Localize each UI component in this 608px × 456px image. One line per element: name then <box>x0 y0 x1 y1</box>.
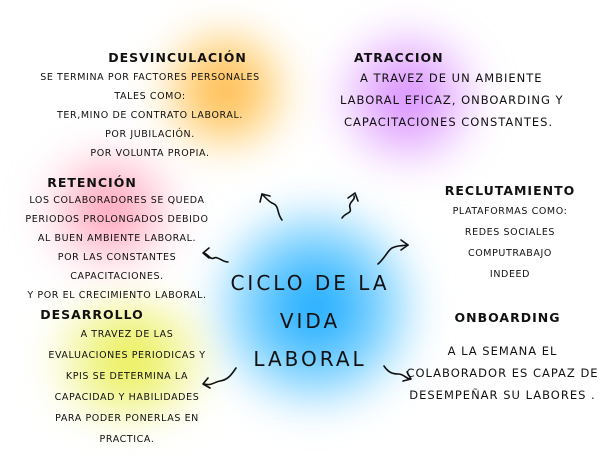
desarrollo-text: A TRAVEZ DE LAS EVALUACIONES PERIODICAS … <box>22 324 232 450</box>
arrow-to-desarrollo <box>203 367 237 386</box>
reclutamiento-line: REDES SOCIALES <box>464 227 556 238</box>
atraccion-line: A TRAVEZ DE UN AMBIENTE <box>360 71 543 85</box>
onboarding-line: COLABORADOR ES CAPAZ DE <box>406 366 599 380</box>
arrow-to-desvinculacion <box>261 193 283 221</box>
arrowhead-onboarding <box>402 371 412 382</box>
desvinculacion-line: POR JUBILACIÓN. <box>105 129 195 140</box>
desarrollo-line: A TRAVEZ DE LAS <box>80 329 174 340</box>
arrowhead-retencion <box>202 247 210 259</box>
arrowhead-desarrollo <box>202 377 211 389</box>
arrow-to-onboarding <box>383 365 411 380</box>
desvinculacion-block: DESVINCULACIÓN SE TERMINA POR FACTORES P… <box>30 50 270 163</box>
blue-blob <box>200 200 430 415</box>
atraccion-line: CAPACITACIONES CONSTANTES. <box>344 115 554 129</box>
onboarding-line: A LA SEMANA EL <box>447 344 558 358</box>
orange-blob <box>150 25 300 155</box>
reclutamiento-line: COMPUTRABAJO <box>467 248 552 259</box>
pink-blob <box>25 150 195 270</box>
onboarding-line: DESEMPEÑAR SU LABORES . <box>409 388 596 402</box>
arrowhead-desvinculacion <box>259 193 271 203</box>
desvinculacion-title: DESVINCULACIÓN <box>108 50 247 65</box>
retencion-line: LOS COLABORADORES SE QUEDA <box>29 195 205 206</box>
center-line: LABORAL <box>253 347 367 371</box>
desvinculacion-line: TALES COMO: <box>114 91 186 102</box>
onboarding-title: ONBOARDING <box>454 310 561 325</box>
arrow-to-reclutamiento <box>377 244 409 265</box>
desarrollo-line: CAPACIDAD Y HABILIDADES <box>54 392 200 403</box>
atraccion-block: ATRACCION A TRAVEZ DE UN AMBIENTE LABORA… <box>336 50 586 133</box>
reclutamiento-line: INDEED <box>489 269 531 280</box>
desvinculacion-line: TER,MINO DE CONTRATO LABORAL. <box>57 110 243 121</box>
desarrollo-line: EVALUACIONES PERIODICAS Y <box>48 350 206 361</box>
yellow-blob <box>30 300 230 420</box>
retencion-line: AL BUEN AMBIENTE LABORAL. <box>37 233 197 244</box>
desvinculacion-text: SE TERMINA POR FACTORES PERSONALES TALES… <box>30 68 270 163</box>
desarrollo-block: DESARROLLO A TRAVEZ DE LAS EVALUACIONES … <box>22 307 232 450</box>
atraccion-text: A TRAVEZ DE UN AMBIENTE LABORAL EFICAZ, … <box>336 67 586 133</box>
center-title: CICLO DE LA VIDA LABORAL <box>220 264 400 378</box>
center-line: CICLO DE LA <box>230 271 390 295</box>
retencion-line: CAPACITACIONES. <box>70 271 164 282</box>
desarrollo-title: DESARROLLO <box>40 307 144 322</box>
desarrollo-line: KPIS SE DETERMINA LA <box>65 371 189 382</box>
atraccion-title: ATRACCION <box>354 50 444 65</box>
retencion-text: LOS COLABORADORES SE QUEDA PERIODOS PROL… <box>12 191 222 305</box>
onboarding-text: A LA SEMANA EL COLABORADOR ES CAPAZ DE D… <box>400 340 605 406</box>
desvinculacion-line: POR VOLUNTA PROPIA. <box>90 148 210 159</box>
onboarding-block: ONBOARDING A LA SEMANA EL COLABORADOR ES… <box>400 310 605 406</box>
arrow-to-retencion <box>203 252 229 263</box>
retencion-line: PERIODOS PROLONGADOS DEBIDO <box>25 214 209 225</box>
arrow-to-atraccion <box>341 195 356 219</box>
retencion-line: Y POR EL CRECIMIENTO LABORAL. <box>27 290 207 301</box>
desarrollo-line: PRACTICA. <box>99 434 155 445</box>
center-line: VIDA <box>279 309 341 333</box>
reclutamiento-line: PLATAFORMAS COMO: <box>452 206 568 217</box>
desvinculacion-line: SE TERMINA POR FACTORES PERSONALES <box>40 72 260 83</box>
retencion-block: RETENCIÓN LOS COLABORADORES SE QUEDA PER… <box>12 175 222 305</box>
retencion-line: POR LAS CONSTANTES <box>57 252 177 263</box>
reclutamiento-title: RECLUTAMIENTO <box>444 183 576 198</box>
arrowhead-atraccion <box>347 192 359 202</box>
retencion-title: RETENCIÓN <box>47 175 137 190</box>
reclutamiento-text: PLATAFORMAS COMO: REDES SOCIALES COMPUTR… <box>425 201 595 285</box>
arrowhead-reclutamiento <box>400 239 409 251</box>
purple-blob <box>325 25 490 170</box>
desarrollo-line: PARA PODER PONERLAS EN <box>55 413 199 424</box>
atraccion-line: LABORAL EFICAZ, ONBOARDING Y <box>340 93 564 107</box>
reclutamiento-block: RECLUTAMIENTO PLATAFORMAS COMO: REDES SO… <box>425 183 595 285</box>
